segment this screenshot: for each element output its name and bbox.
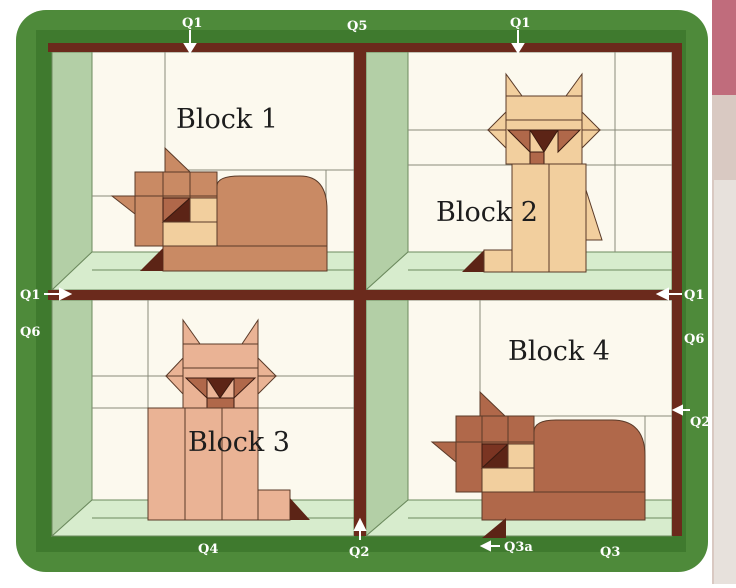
sashing bbox=[48, 43, 682, 536]
q5-top-label: Q5 bbox=[347, 19, 367, 34]
q3a-bottom-label: Q3a bbox=[504, 540, 533, 555]
block-4-label: Block 4 bbox=[508, 336, 610, 367]
side-photo-pink bbox=[712, 0, 736, 95]
block-1-label: Block 1 bbox=[176, 104, 278, 135]
q4-bottom-label: Q4 bbox=[198, 542, 218, 557]
q1-top-left-label: Q1 bbox=[182, 16, 202, 31]
block-3: Block 3 bbox=[50, 299, 355, 538]
q1-top-right-label: Q1 bbox=[510, 16, 530, 31]
block-1: Block 1 bbox=[50, 51, 355, 292]
block-2: Block 2 bbox=[364, 51, 673, 292]
q6-left-label: Q6 bbox=[20, 325, 40, 340]
q2-bottom-label: Q2 bbox=[349, 545, 369, 560]
q1-left-label: Q1 bbox=[20, 288, 40, 303]
sashing-center bbox=[354, 43, 366, 536]
block-2-label: Block 2 bbox=[436, 197, 538, 228]
block-3-label: Block 3 bbox=[188, 427, 290, 458]
q6-right-label: Q6 bbox=[684, 332, 704, 347]
block-4: Block 4 bbox=[364, 299, 673, 538]
q3-bottom-label: Q3 bbox=[600, 545, 620, 560]
sashing-right bbox=[672, 43, 682, 536]
seam-arrows bbox=[44, 30, 690, 552]
q2-right-label: Q2 bbox=[690, 415, 710, 430]
q1-right-label: Q1 bbox=[684, 288, 704, 303]
side-photo-light bbox=[714, 180, 736, 584]
